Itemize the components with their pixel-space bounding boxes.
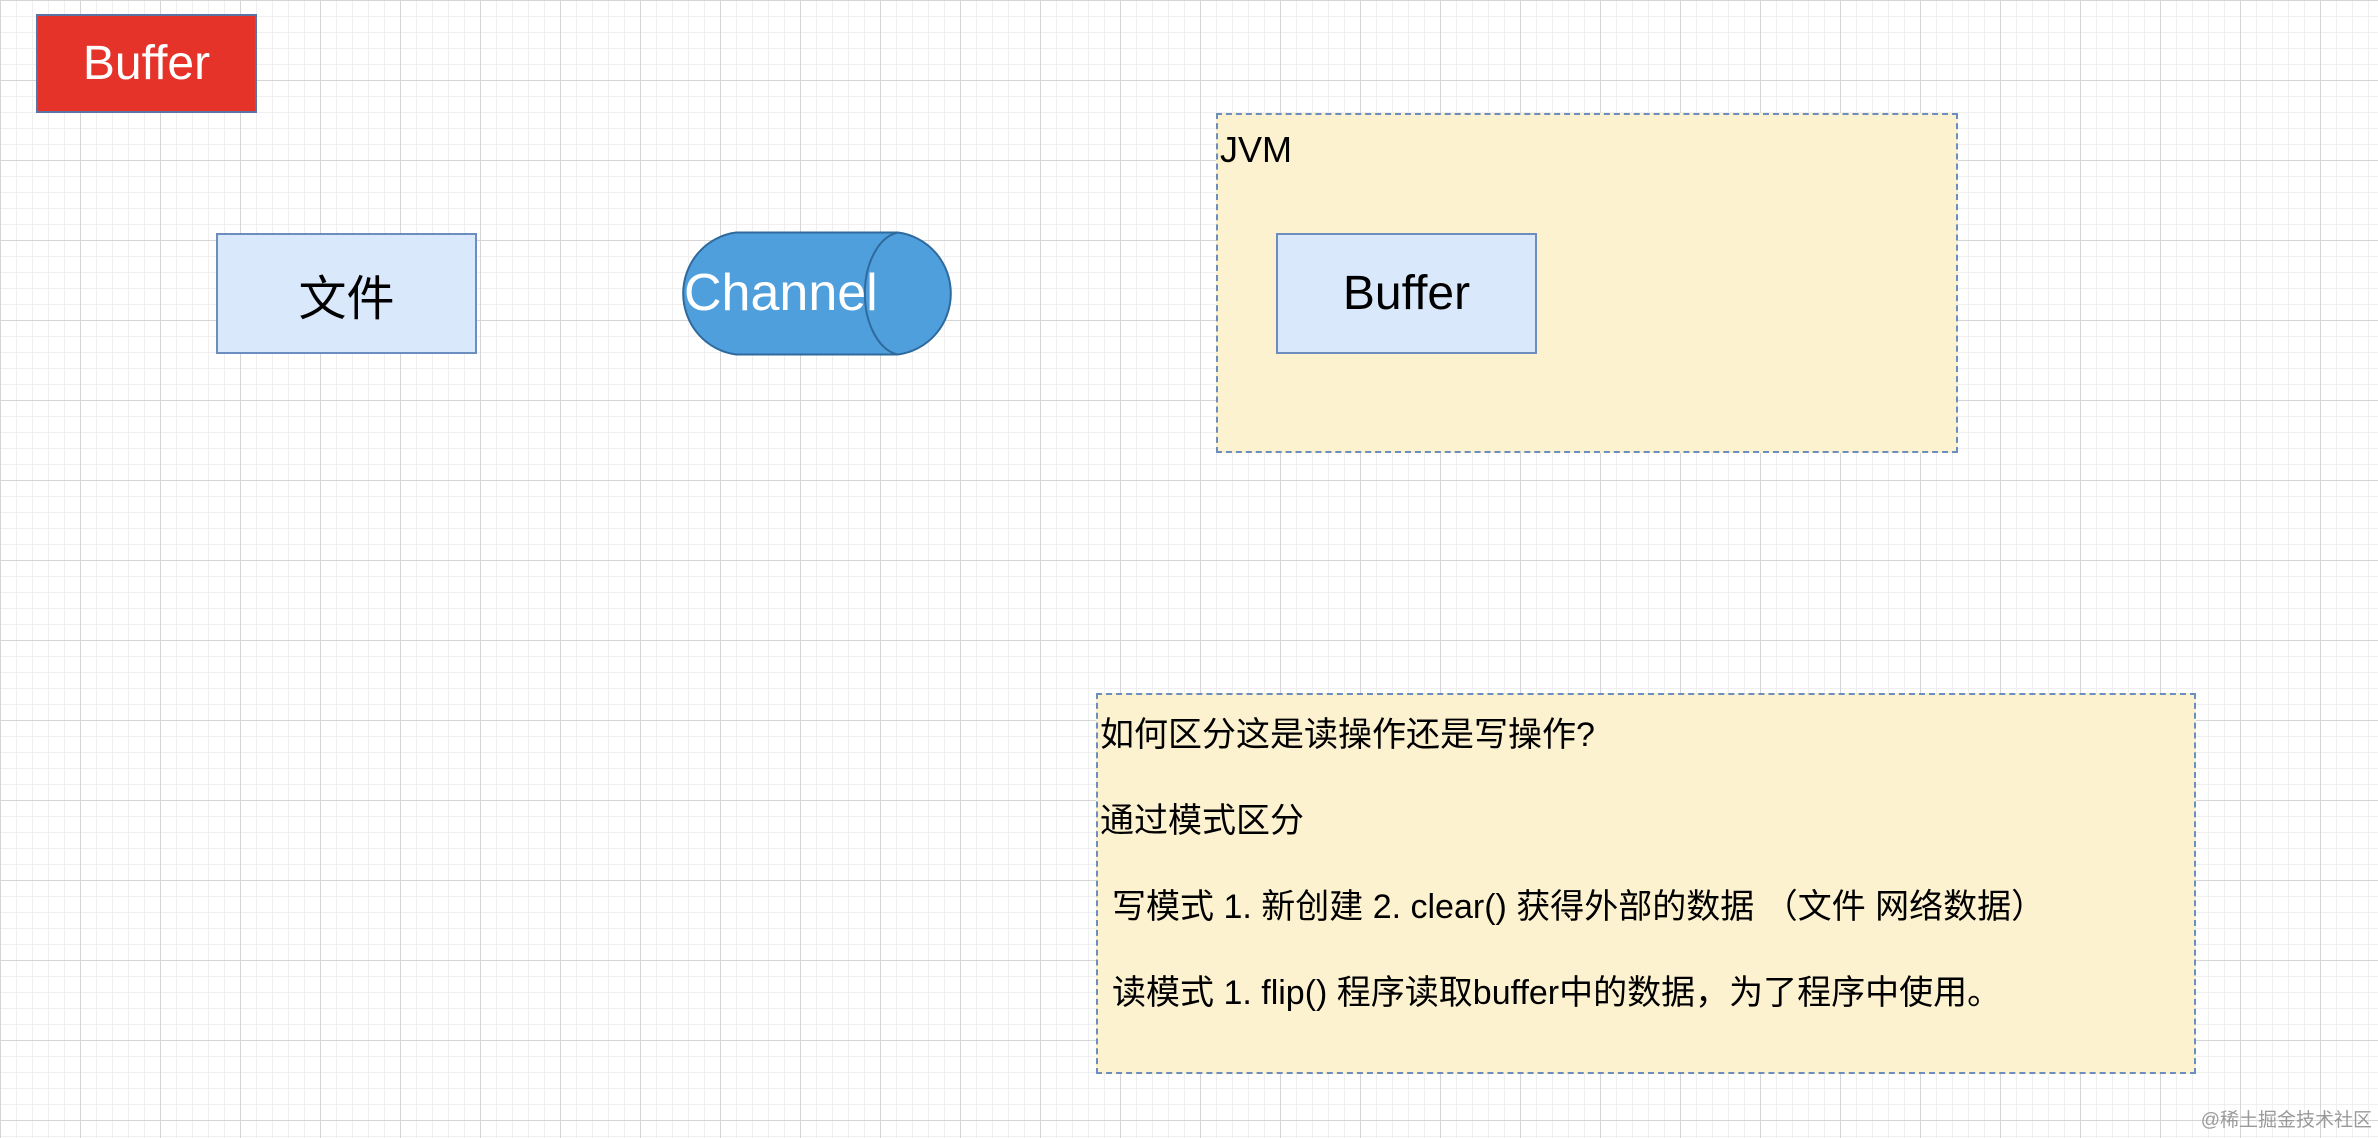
channel-cylinder-shape [682, 231, 952, 356]
diagram-title: Buffer [36, 14, 257, 113]
diagram-title-label: Buffer [82, 37, 211, 90]
note-line-read-mode: 读模式 1. flip() 程序读取buffer中的数据，为了程序中使用。 [1112, 974, 2002, 1012]
channel-node: Channel [674, 231, 960, 356]
watermark: @稀土掘金技术社区 [2200, 1110, 2372, 1131]
file-node-label: 文件 [298, 272, 395, 326]
buffer-node: Buffer [1276, 233, 1537, 354]
buffer-node-label: Buffer [1342, 267, 1471, 320]
note-line-write-mode: 写模式 1. 新创建 2. clear() 获得外部的数据 （文件 网络数据） [1112, 888, 2046, 926]
jvm-container-label: JVM [1220, 129, 1292, 170]
channel-node-label: Channel [684, 264, 878, 322]
note-line-question: 如何区分这是读操作还是写操作? [1100, 716, 1595, 754]
file-node: 文件 [216, 233, 477, 354]
note-box: 如何区分这是读操作还是写操作? 通过模式区分 写模式 1. 新创建 2. cle… [1096, 693, 2196, 1074]
note-line-answer: 通过模式区分 [1100, 802, 1304, 840]
